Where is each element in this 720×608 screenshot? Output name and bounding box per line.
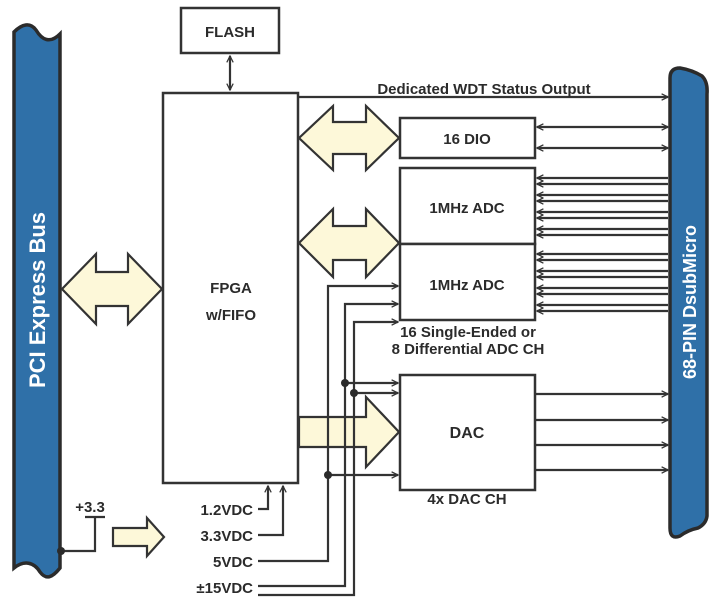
flash-block: FLASH — [179, 6, 281, 55]
dac-block: DAC — [398, 373, 537, 492]
pci-express-bus: PCI Express Bus — [12, 23, 62, 579]
dac-output-lines — [536, 394, 668, 470]
dio-block: 16 DIO — [398, 116, 537, 160]
rail-5v-label: 5VDC — [213, 554, 253, 571]
fpga-sublabel: w/FIFO — [205, 307, 256, 324]
adc2-label: 1MHz ADC — [429, 277, 504, 294]
dio-lines — [537, 127, 668, 148]
dsub-connector: 68-PIN DsubMicro — [668, 66, 709, 539]
rail-1v2-label: 1.2VDC — [200, 502, 253, 519]
adc1-block: 1MHz ADC — [398, 166, 537, 246]
adc1-label: 1MHz ADC — [429, 200, 504, 217]
bus-supply-tap: +3.3 — [57, 499, 105, 555]
dac-label: DAC — [450, 425, 485, 442]
power-wiring — [258, 286, 398, 597]
connector-label: 68-PIN DsubMicro — [680, 225, 700, 379]
pci-bus-label: PCI Express Bus — [25, 212, 50, 388]
fpga-label: FPGA — [210, 280, 252, 297]
rail-15v-label: ±15VDC — [196, 580, 253, 597]
adc1-input-lines — [537, 178, 668, 235]
dac-channel-note: 4x DAC CH — [427, 491, 506, 508]
adc2-input-lines — [537, 254, 668, 311]
fpga-block: FPGA w/FIFO — [161, 91, 300, 485]
fpga-dio-bus-arrow — [297, 103, 401, 173]
pci-fpga-bus-arrow — [60, 251, 164, 327]
rail-3v3-label: 3.3VDC — [200, 528, 253, 545]
adc-channel-note-2: 8 Differential ADC CH — [392, 341, 545, 358]
fpga-dac-bus-arrow — [297, 394, 401, 470]
adc-channel-note: 16 Single-Ended or — [400, 324, 536, 341]
dio-label: 16 DIO — [443, 131, 491, 148]
flash-label: FLASH — [205, 24, 255, 41]
adc2-block: 1MHz ADC — [398, 242, 537, 322]
bus-supply-label: +3.3 — [75, 499, 105, 516]
fpga-adc-bus-arrow — [297, 206, 401, 280]
power-conversion-arrow — [111, 515, 166, 559]
wdt-label: Dedicated WDT Status Output — [377, 81, 590, 98]
